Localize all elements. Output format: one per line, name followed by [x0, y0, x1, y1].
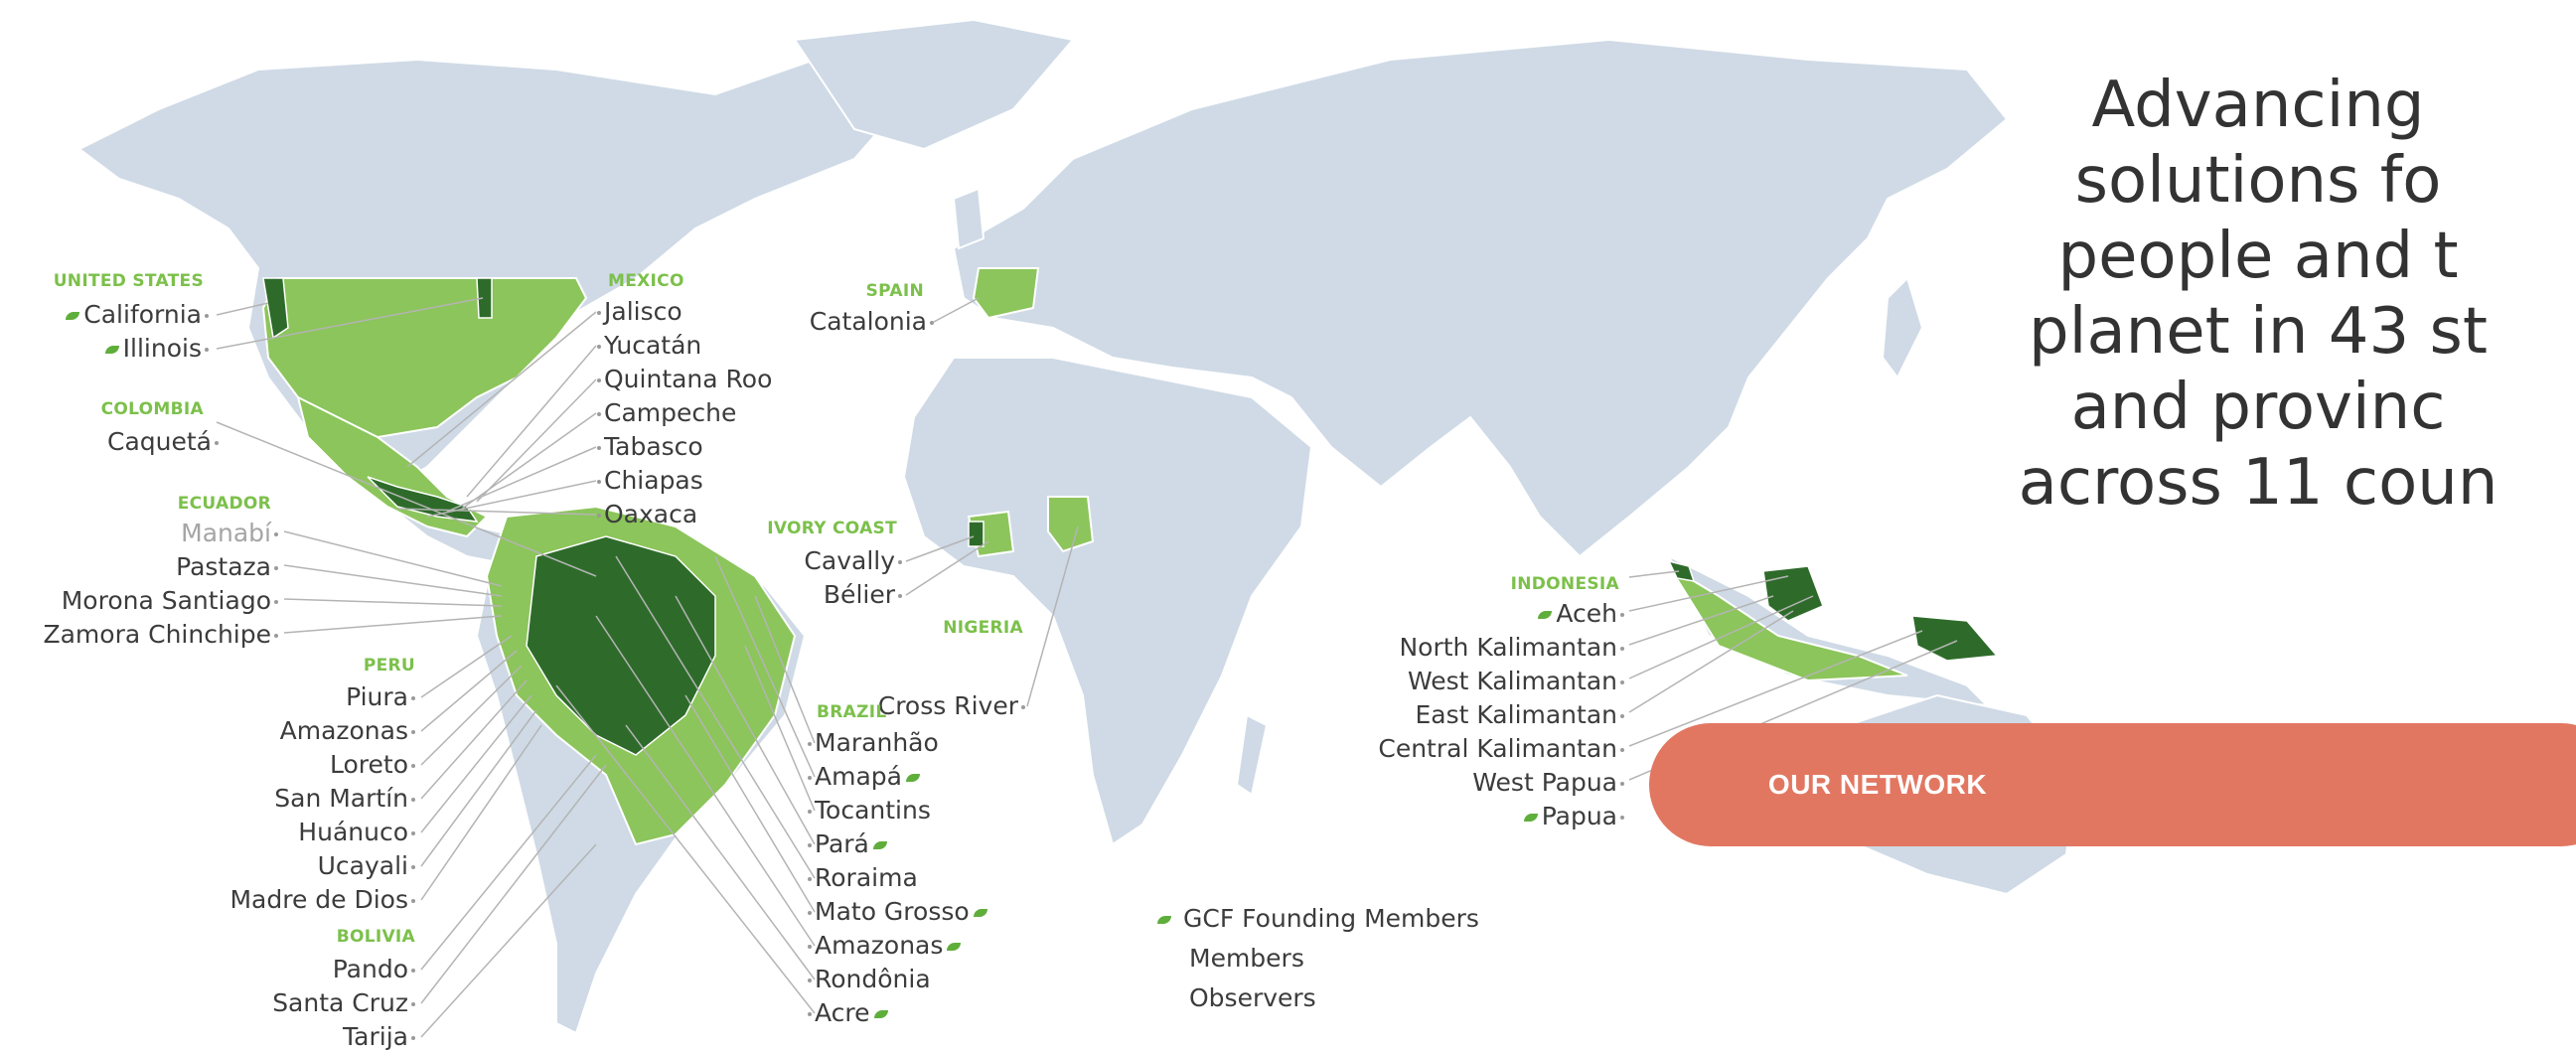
region-label: Cavally — [804, 546, 905, 576]
country-header-ivory-coast: IVORY COAST — [767, 519, 897, 538]
region-label: San Martín — [274, 784, 418, 814]
region-label: East Kalimantan — [1415, 700, 1627, 730]
region-label: Maranhão — [805, 728, 939, 758]
region-label: Huánuco — [298, 818, 418, 847]
region-label: Papua — [1520, 802, 1627, 831]
region-label: Pará — [805, 829, 891, 859]
leaf-icon — [1538, 611, 1553, 619]
region-label: Zamora Chinchipe — [43, 620, 281, 650]
region-label: Illinois — [101, 334, 212, 364]
country-header-indonesia: INDONESIA — [1510, 574, 1619, 594]
region-label: North Kalimantan — [1399, 633, 1627, 663]
founding-illinois — [476, 277, 493, 319]
region-label: Caquetá — [107, 427, 222, 457]
region-label: Tabasco — [594, 432, 703, 462]
region-label: Jalisco — [594, 297, 682, 327]
leaf-icon — [1523, 814, 1538, 822]
leaf-icon — [873, 1010, 888, 1018]
region-label: Santa Cruz — [272, 988, 418, 1018]
region-label: Loreto — [330, 750, 418, 780]
region-label: Oaxaca — [594, 500, 697, 529]
region-label: Amazonas — [280, 716, 418, 746]
founding-papua — [1911, 615, 1999, 662]
region-label: Tarija — [343, 1022, 418, 1052]
region-label: Mato Grosso — [805, 897, 991, 927]
region-label: Tocantins — [805, 796, 931, 826]
land-greenland — [793, 18, 1075, 151]
country-header-colombia: COLOMBIA — [100, 399, 204, 419]
headline-line: Advancing — [2091, 69, 2425, 142]
region-label: Central Kalimantan — [1378, 734, 1627, 764]
founding-cavally — [968, 521, 985, 547]
headline: Advancing solutions fo people and t plan… — [1900, 68, 2576, 521]
region-label: Roraima — [805, 863, 918, 893]
country-header-nigeria: NIGERIA — [943, 618, 1023, 638]
founding-amazon-core — [526, 535, 716, 756]
region-spain — [972, 267, 1040, 320]
region-label: Morona Santiago — [62, 586, 281, 616]
region-label: Chiapas — [594, 466, 703, 496]
region-indonesia-member — [1668, 565, 1908, 682]
region-label: California — [62, 300, 212, 330]
region-label: Bélier — [824, 580, 905, 610]
region-label: Aceh — [1534, 599, 1627, 629]
leaf-icon — [872, 841, 887, 849]
region-label: Manabí — [181, 519, 281, 548]
country-header-spain: SPAIN — [865, 281, 924, 301]
country-header-ecuador: ECUADOR — [177, 494, 271, 514]
region-label: Pastaza — [176, 552, 281, 582]
headline-line: and provinc — [2070, 371, 2446, 444]
region-label: Ucayali — [318, 851, 418, 881]
legend-members: Members — [1189, 944, 1304, 973]
country-header-brazil: BRAZIL — [817, 702, 887, 722]
region-label: West Papua — [1472, 768, 1627, 798]
country-header-peru: PERU — [363, 656, 415, 676]
region-label: Campeche — [594, 398, 736, 428]
leaf-icon — [104, 346, 119, 354]
leaf-icon — [947, 943, 962, 951]
leaf-icon — [66, 312, 80, 320]
country-header-bolivia: BOLIVIA — [336, 927, 415, 947]
headline-line: across 11 coun — [2018, 446, 2499, 520]
region-nigeria — [1047, 496, 1095, 553]
leaf-icon — [1157, 916, 1171, 924]
land-uk — [952, 187, 985, 250]
region-label: Madre de Dios — [229, 885, 418, 915]
region-label: Cross River — [878, 691, 1028, 721]
headline-line: people and t — [2057, 220, 2459, 293]
founding-california — [262, 277, 289, 340]
legend-founding: GCF Founding Members — [1157, 899, 1479, 939]
country-header-united-states: UNITED STATES — [53, 271, 204, 291]
region-label: Quintana Roo — [594, 365, 772, 394]
our-network-button[interactable]: OUR NETWORK — [1649, 723, 2576, 846]
region-label: West Kalimantan — [1408, 667, 1627, 696]
land-eurasia — [952, 38, 2009, 558]
region-label: Amapá — [805, 762, 924, 792]
land-africa — [902, 357, 1313, 846]
country-header-mexico: MEXICO — [608, 271, 684, 291]
region-label: Amazonas — [805, 931, 965, 961]
region-label: Piura — [346, 682, 418, 712]
region-label: Yucatán — [594, 331, 701, 361]
leaf-icon — [905, 774, 920, 782]
founding-kalimantan — [1762, 565, 1824, 622]
region-label: Pando — [333, 955, 418, 984]
leaf-icon — [973, 909, 987, 917]
headline-line: solutions fo — [2074, 144, 2442, 218]
legend-observers: Observers — [1189, 983, 1316, 1012]
region-label: Acre — [805, 998, 892, 1028]
map-legend: GCF Founding Members Members Observers — [1157, 899, 1479, 1018]
region-united-states — [261, 277, 588, 439]
land-madagascar — [1235, 713, 1269, 797]
land-japan — [1881, 276, 1924, 379]
region-label: Catalonia — [810, 307, 937, 337]
region-label: Rondônia — [805, 965, 931, 994]
founding-aceh — [1667, 559, 1696, 582]
headline-line: planet in 43 st — [2029, 295, 2488, 369]
